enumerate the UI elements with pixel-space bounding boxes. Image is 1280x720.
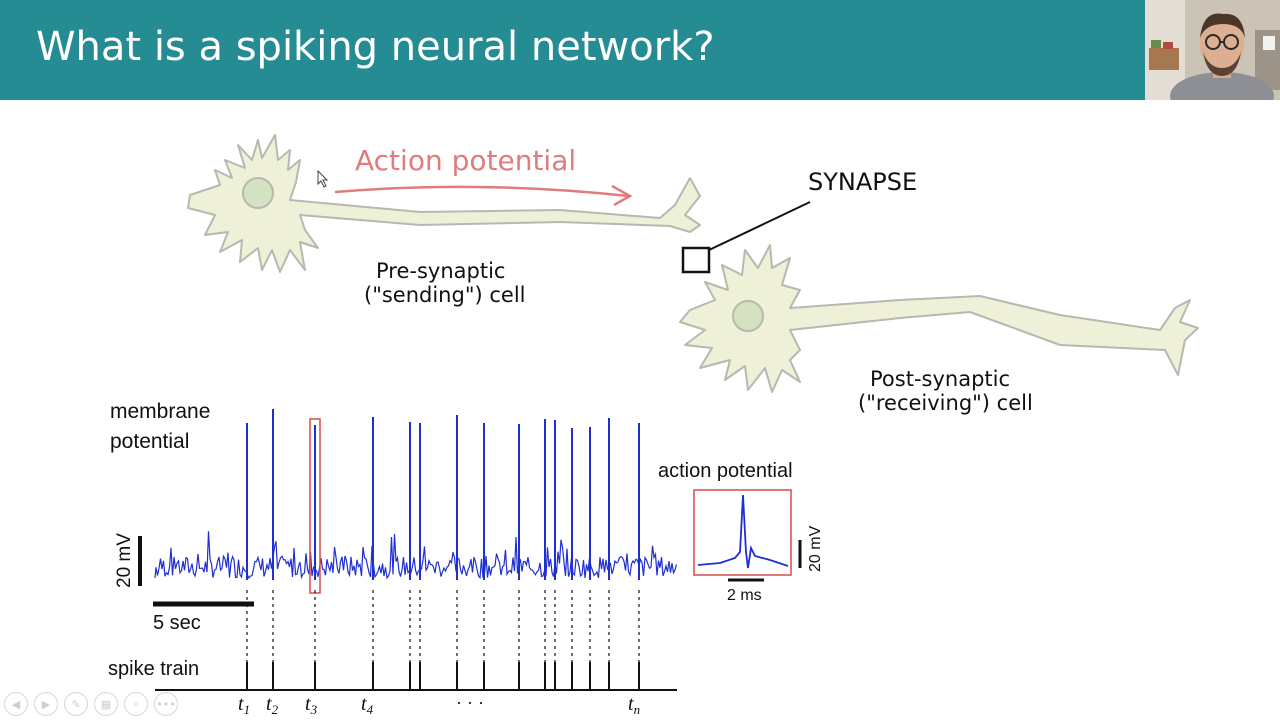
inset-title: action potential (658, 460, 793, 482)
back-icon[interactable]: ◀ (4, 692, 28, 716)
synapse-box (681, 246, 711, 274)
action-potential-label: Action potential (355, 144, 576, 177)
spike-time-t1: t1 (238, 693, 250, 717)
postsynaptic-nucleus (732, 300, 764, 332)
slideshow-toolbar: ◀ ▶ ✎ ▦ ⌕ ••• (4, 692, 178, 716)
voltage-scale-label: 20 mV (114, 533, 135, 588)
zoom-icon[interactable]: ⌕ (124, 692, 148, 716)
spike-time-t4: t4 (361, 693, 374, 717)
postsynaptic-label-line2: ("receiving") cell (858, 391, 1033, 415)
spike-time-t2: t2 (266, 693, 279, 717)
spike-time-labels: t1 t2 t3 t4 tn (238, 693, 640, 717)
spike-time-t3: t3 (305, 693, 318, 717)
more-icon[interactable]: ••• (154, 692, 178, 716)
membrane-potential-trace (154, 531, 678, 580)
inset-voltage-label: 20 mV (807, 525, 824, 572)
postsynaptic-label-line1: Post-synaptic (870, 367, 1010, 391)
presenter-webcam (1145, 0, 1280, 100)
synapse-label: SYNAPSE (808, 168, 917, 196)
presynaptic-label-line1: Pre-synaptic (376, 259, 505, 283)
synapse-pointer-line (708, 201, 811, 251)
postsynaptic-neuron (679, 244, 1199, 393)
slide-title: What is a spiking neural network? (36, 24, 715, 70)
spike-time-tn: tn (628, 693, 640, 717)
forward-icon[interactable]: ▶ (34, 692, 58, 716)
presynaptic-nucleus (242, 177, 274, 209)
membrane-spikes (246, 409, 640, 580)
spike-guide-lines (246, 590, 640, 662)
membrane-label-line1: membrane (110, 400, 210, 423)
presynaptic-label-line2: ("sending") cell (364, 283, 526, 307)
spike-ellipsis: · · · (456, 692, 484, 712)
membrane-label-line2: potential (110, 430, 189, 453)
inset-action-potential-trace (697, 494, 789, 569)
inset-time-label: 2 ms (727, 587, 762, 604)
spike-train-ticks (246, 662, 640, 690)
presynaptic-neuron (187, 134, 701, 273)
pen-icon[interactable]: ✎ (64, 692, 88, 716)
time-scale-label: 5 sec (153, 612, 201, 634)
mouse-cursor-icon (317, 169, 329, 188)
action-potential-arrow (334, 184, 633, 207)
title-bar: What is a spiking neural network? (0, 0, 1280, 100)
slides-icon[interactable]: ▦ (94, 692, 118, 716)
spike-train-label: spike train (108, 658, 199, 680)
